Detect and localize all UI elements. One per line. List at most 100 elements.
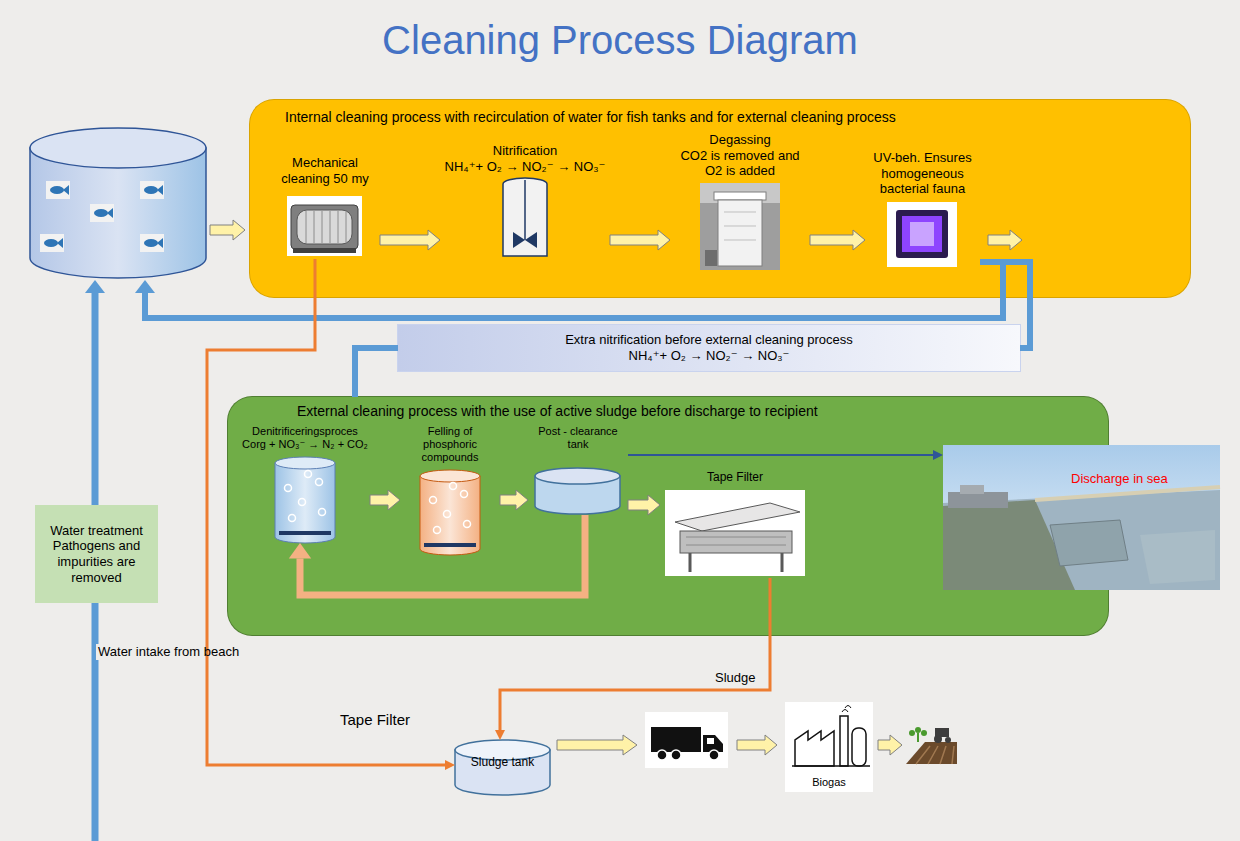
truck-icon bbox=[651, 727, 701, 752]
denitrification-tank-icon bbox=[289, 515, 296, 522]
uv-lamp-icon bbox=[910, 222, 934, 246]
node-label: Corg + NO₃⁻ → N₂ + CO₂ bbox=[242, 438, 368, 451]
denitrification-tank-icon bbox=[285, 485, 292, 492]
arrow-head bbox=[445, 760, 455, 770]
fish-icon bbox=[90, 204, 114, 222]
fish-icon bbox=[46, 181, 70, 199]
denitrification-tank-icon bbox=[275, 457, 335, 469]
field-icon bbox=[945, 737, 951, 743]
field-icon bbox=[916, 746, 954, 764]
phosphorus-tank-icon bbox=[430, 483, 471, 534]
denitrification-tank-icon bbox=[279, 531, 331, 535]
note-label: Water intake from beach bbox=[96, 644, 100, 660]
connector bbox=[628, 450, 943, 460]
node-label: Felling of phosphoric compounds bbox=[400, 425, 500, 465]
fish-icon bbox=[46, 181, 70, 199]
fish-tank bbox=[30, 128, 206, 168]
fish-icon bbox=[140, 181, 164, 199]
denitrification-tank-icon bbox=[285, 471, 326, 522]
connector bbox=[495, 578, 770, 740]
tape-filter-photo bbox=[675, 503, 800, 531]
denitrification-tank-icon bbox=[275, 457, 335, 543]
process-box: Water treatmentPathogens and impurities … bbox=[35, 505, 158, 603]
tape-filter-photo bbox=[680, 531, 792, 553]
node-label: Sludge tank bbox=[471, 755, 534, 769]
degassing-unit-photo bbox=[700, 183, 780, 270]
fish-icon bbox=[40, 234, 64, 252]
connector bbox=[355, 348, 398, 397]
drum-filter-icon bbox=[293, 248, 356, 253]
water-intake-line bbox=[85, 280, 105, 841]
fish-icon bbox=[140, 234, 164, 252]
flow-arrow bbox=[628, 495, 660, 515]
sea-discharge-photo bbox=[1050, 520, 1128, 566]
flow-arrow bbox=[878, 735, 902, 755]
water-intake-line bbox=[92, 292, 99, 841]
sludge-tank-icon bbox=[455, 740, 550, 795]
arrow-head bbox=[135, 280, 155, 293]
denitrification-tank-icon bbox=[319, 509, 326, 516]
field-icon bbox=[906, 727, 957, 764]
field-icon bbox=[909, 730, 915, 736]
fish-icon bbox=[44, 239, 58, 247]
uv-lamp-icon bbox=[902, 216, 942, 252]
fish-icon bbox=[157, 185, 163, 195]
nitrification-reactor-icon bbox=[524, 180, 526, 240]
node-label: NH₄⁺+ O₂ → NO₂⁻ → NO₃⁻ bbox=[445, 159, 606, 175]
flow-line bbox=[500, 578, 770, 730]
clarifier-tank-icon bbox=[535, 468, 620, 484]
biogas-plant-icon bbox=[795, 731, 834, 766]
tape-filter-photo bbox=[665, 490, 805, 576]
sea-discharge-photo bbox=[943, 445, 1220, 590]
connector bbox=[610, 230, 670, 250]
biogas-plant-icon bbox=[792, 706, 870, 767]
truck-icon bbox=[645, 712, 728, 768]
fish-icon bbox=[140, 234, 164, 252]
biogas-plant-icon bbox=[840, 716, 848, 766]
degassing-unit-photo bbox=[714, 192, 766, 200]
drum-filter-icon bbox=[287, 196, 362, 256]
fish-icon bbox=[63, 185, 69, 195]
fish-icon bbox=[107, 208, 113, 218]
node-label: Water treatment bbox=[50, 523, 143, 539]
nitrification-reactor-icon bbox=[513, 232, 537, 248]
denitrification-tank-icon bbox=[305, 471, 312, 478]
denitrification-tank-icon bbox=[316, 479, 323, 486]
flow-arrow bbox=[380, 230, 440, 250]
fish-icon bbox=[157, 238, 163, 248]
drum-filter-icon bbox=[306, 211, 346, 243]
flow-arrow bbox=[370, 490, 400, 510]
fish-icon bbox=[144, 239, 158, 247]
node-label: Pathogens and impurities are removed bbox=[41, 538, 152, 585]
phosphorus-tank-icon bbox=[444, 511, 451, 518]
drum-filter-icon bbox=[291, 205, 358, 249]
flow-arrow bbox=[557, 735, 637, 755]
degassing-unit-photo bbox=[724, 212, 756, 240]
field-icon bbox=[906, 742, 957, 764]
connector bbox=[207, 259, 455, 770]
tape-filter-photo bbox=[665, 490, 805, 576]
uv-lamp-icon bbox=[896, 210, 948, 258]
arrow-head bbox=[933, 450, 943, 460]
node-label: Biogas bbox=[812, 776, 846, 789]
process-box: Extra nitrification before external clea… bbox=[398, 325, 1020, 371]
fish-icon bbox=[144, 186, 158, 194]
phosphorus-tank-icon bbox=[420, 476, 480, 555]
tape-filter-photo bbox=[686, 537, 786, 545]
icon-box: Biogas bbox=[785, 702, 873, 792]
sludge-tank-icon bbox=[455, 740, 550, 760]
node-label: Mechanical cleaning 50 my bbox=[270, 155, 380, 186]
field-icon bbox=[917, 733, 919, 742]
sea-discharge-photo bbox=[1140, 530, 1215, 584]
drum-filter-icon bbox=[287, 196, 362, 256]
sea-discharge-photo bbox=[1035, 487, 1220, 500]
arrow-head bbox=[495, 730, 505, 740]
uv-lamp-icon bbox=[887, 202, 957, 267]
degassing-unit-photo bbox=[718, 200, 762, 266]
drum-filter-icon bbox=[297, 210, 352, 244]
phosphorus-tank-icon bbox=[424, 543, 476, 547]
node-label: CO2 is removed and O2 is added bbox=[670, 148, 810, 179]
